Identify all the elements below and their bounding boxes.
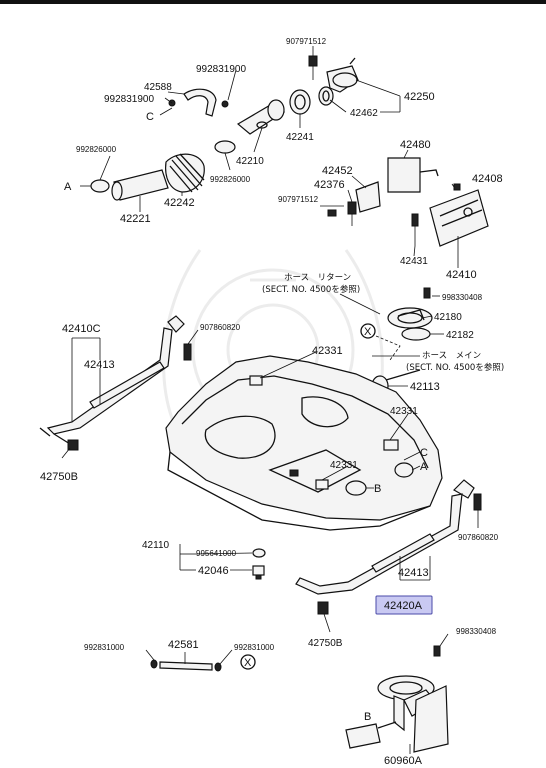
- label-x-a: X: [364, 326, 372, 338]
- label-995641000: 995641000: [196, 549, 237, 558]
- clamp-992831000-right[interactable]: [214, 662, 222, 672]
- label-907860820-b: 907860820: [458, 533, 499, 542]
- label-42182: 42182: [446, 330, 474, 341]
- label-992831000-b: 992831000: [234, 643, 275, 652]
- label-992826000-a: 992826000: [76, 145, 117, 154]
- note-main-hose-ref: (SECT. NO. 4500を参照): [406, 362, 504, 373]
- breather-hose-42588[interactable]: [168, 88, 229, 117]
- label-42462: 42462: [350, 108, 378, 119]
- drain-plug-42046[interactable]: [252, 565, 265, 580]
- note-return-hose: ホース リターン: [284, 273, 351, 283]
- label-992831900-a: 992831900: [196, 64, 246, 75]
- label-42581: 42581: [168, 639, 199, 651]
- label-42750B-b: 42750B: [308, 638, 343, 649]
- screw-907971512[interactable]: [308, 55, 318, 80]
- screw-907971512-mid[interactable]: [320, 205, 344, 217]
- fuel-sender-60960A[interactable]: [345, 675, 449, 753]
- label-992826000-b: 992826000: [210, 175, 251, 184]
- fuel-tank-body[interactable]: [165, 355, 443, 531]
- filler-hose-42242[interactable]: [165, 153, 205, 193]
- label-42331-b: 42331: [390, 406, 418, 417]
- label-c-b: C: [420, 447, 428, 459]
- clip-42408[interactable]: [453, 183, 461, 191]
- hose-42581[interactable]: [159, 661, 213, 671]
- label-42241: 42241: [286, 132, 314, 143]
- label-a-b: A: [420, 461, 428, 473]
- guide-return-hose: [375, 335, 401, 361]
- filler-pipe-42221[interactable]: [111, 169, 169, 201]
- label-42210: 42210: [236, 156, 264, 167]
- label-42420A: 42420A: [384, 600, 423, 612]
- label-42250: 42250: [404, 91, 435, 103]
- label-42331-c: 42331: [330, 460, 358, 471]
- label-998330408-a: 998330408: [442, 293, 483, 302]
- filler-neck-42210[interactable]: [236, 99, 286, 135]
- label-42376: 42376: [314, 179, 345, 191]
- bolt-998330408-lower[interactable]: [433, 645, 441, 657]
- label-907971512-mid: 907971512: [278, 195, 319, 204]
- label-42221: 42221: [120, 213, 151, 225]
- label-42588: 42588: [144, 82, 172, 93]
- label-b-a: B: [374, 483, 381, 495]
- top-rule: [0, 0, 546, 4]
- label-42480: 42480: [400, 139, 431, 151]
- label-c-a: C: [146, 111, 154, 123]
- bolt-907860820-right[interactable]: [473, 493, 482, 511]
- gasket-42182[interactable]: [401, 327, 431, 341]
- hose-clamp-992826000-lower[interactable]: [90, 179, 110, 193]
- label-42410: 42410: [446, 269, 477, 281]
- strap-42420A[interactable]: [295, 479, 475, 595]
- label-992831900-b: 992831900: [104, 94, 154, 105]
- pump-bracket-42180[interactable]: [387, 307, 433, 329]
- label-907860820-a: 907860820: [200, 323, 241, 332]
- bolt-42750B-right[interactable]: [317, 601, 329, 615]
- ring-42462[interactable]: [318, 86, 334, 106]
- highlighted-part-42420A[interactable]: 42420A: [375, 595, 433, 615]
- bracket-42452[interactable]: [355, 181, 381, 213]
- label-x-b: X: [244, 657, 252, 669]
- clamp-x-upper[interactable]: [360, 323, 376, 339]
- label-42408: 42408: [472, 173, 503, 185]
- label-42110: 42110: [142, 540, 170, 551]
- label-42452: 42452: [322, 165, 353, 177]
- bolt-42376[interactable]: [347, 201, 357, 226]
- label-907971512-top: 907971512: [286, 37, 327, 46]
- bolt-998330408-upper[interactable]: [423, 287, 431, 299]
- label-42413-b: 42413: [398, 567, 429, 579]
- label-42410C: 42410C: [62, 323, 101, 335]
- clamp-x-lower[interactable]: [240, 654, 256, 670]
- label-42242: 42242: [164, 197, 195, 209]
- gasket-42241[interactable]: [289, 89, 311, 115]
- bolt-42431[interactable]: [411, 213, 419, 246]
- filler-cap-assembly[interactable]: [326, 57, 359, 93]
- canister-42410[interactable]: [429, 189, 489, 247]
- washer-995641000[interactable]: [252, 548, 266, 558]
- label-42413-a: 42413: [84, 359, 115, 371]
- label-42431: 42431: [400, 256, 428, 267]
- label-60960A: 60960A: [384, 755, 423, 767]
- part-labels: 907971512 992831900 42588 992831900 C 42…: [40, 37, 504, 767]
- label-42750B-a: 42750B: [40, 471, 78, 483]
- bolt-907860820-left[interactable]: [183, 343, 192, 361]
- strap-42410C[interactable]: [39, 315, 185, 445]
- label-42180: 42180: [434, 312, 462, 323]
- label-a-a: A: [64, 181, 72, 193]
- note-return-hose-ref: (SECT. NO. 4500を参照): [262, 284, 360, 295]
- leader-lines: [61, 46, 479, 754]
- label-42331-a: 42331: [312, 345, 343, 357]
- clamp-992831000-left[interactable]: [150, 659, 158, 669]
- bracket-42480[interactable]: [387, 149, 439, 193]
- label-42113: 42113: [410, 381, 440, 393]
- hose-clamp-992826000-upper[interactable]: [214, 140, 236, 154]
- bolt-42750B-left[interactable]: [67, 439, 79, 451]
- label-998330408-b: 998330408: [456, 627, 497, 636]
- label-b-b: B: [364, 711, 371, 723]
- label-992831000-a: 992831000: [84, 643, 125, 652]
- label-42046: 42046: [198, 565, 229, 577]
- note-main-hose: ホース メイン: [422, 351, 481, 361]
